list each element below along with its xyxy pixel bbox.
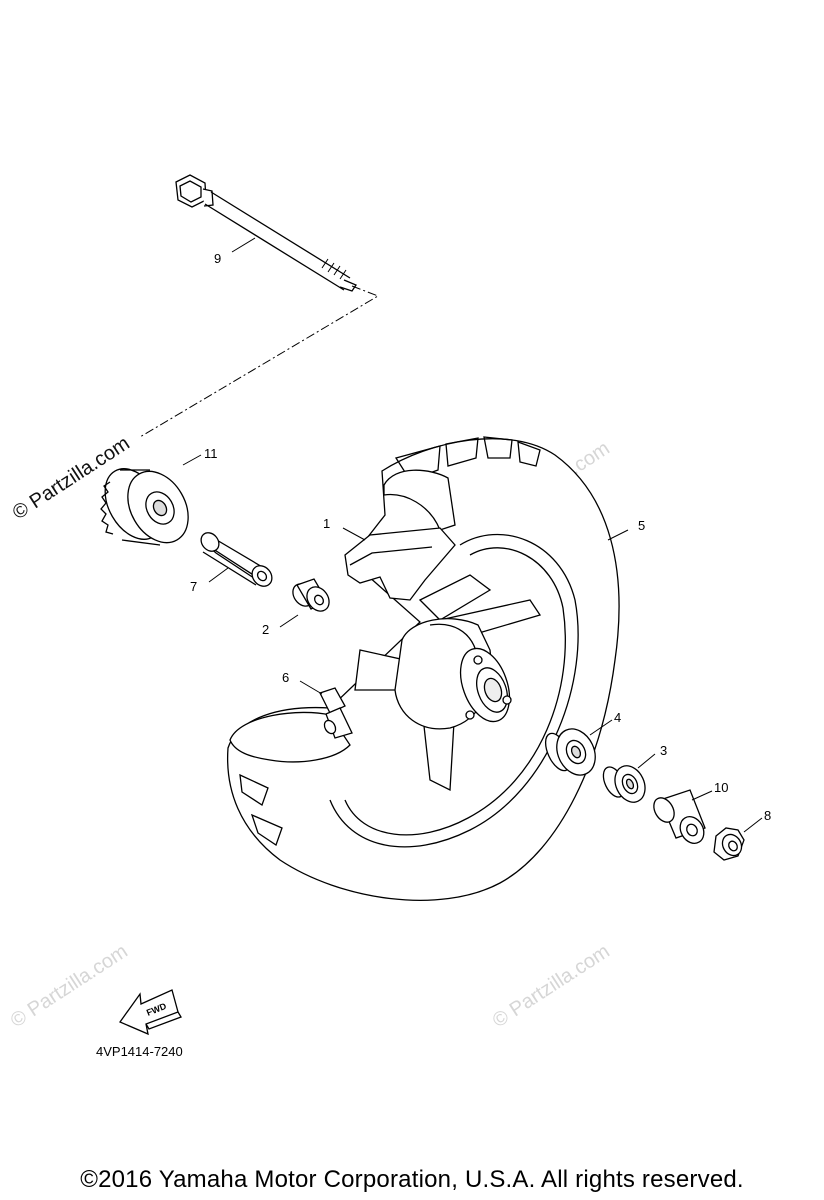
nut-8 xyxy=(713,827,745,861)
collar-10 xyxy=(653,789,706,844)
callout-1: 1 xyxy=(323,516,330,531)
collar xyxy=(200,532,273,587)
callout-5: 5 xyxy=(638,518,645,533)
leader-lines xyxy=(182,237,763,833)
watermark: © Partzilla.com xyxy=(7,940,132,1032)
bearing-3 xyxy=(602,765,646,803)
axle-bolt xyxy=(175,174,357,292)
callout-2: 2 xyxy=(262,622,269,637)
callout-9: 9 xyxy=(214,251,221,266)
bearing-4 xyxy=(544,728,596,776)
watermark: © Partzilla.com xyxy=(489,940,614,1032)
callout-3: 3 xyxy=(660,743,667,758)
assembly-line xyxy=(139,285,380,438)
callout-4: 4 xyxy=(614,710,621,725)
callout-8: 8 xyxy=(764,808,771,823)
wheel-assembly xyxy=(226,436,620,901)
callout-11: 11 xyxy=(204,446,218,461)
callout-6: 6 xyxy=(282,670,289,685)
spacer xyxy=(292,578,330,612)
callout-7: 7 xyxy=(190,579,197,594)
callouts: 9 11 1 5 7 2 6 4 3 10 8 xyxy=(190,251,771,823)
diagram-code: 4VP1414-7240 xyxy=(96,1044,183,1059)
callout-10: 10 xyxy=(714,780,728,795)
copyright-notice: ©2016 Yamaha Motor Corporation, U.S.A. A… xyxy=(80,1166,744,1193)
gear-unit xyxy=(100,468,189,546)
fwd-arrow-icon: FWD xyxy=(119,989,182,1036)
